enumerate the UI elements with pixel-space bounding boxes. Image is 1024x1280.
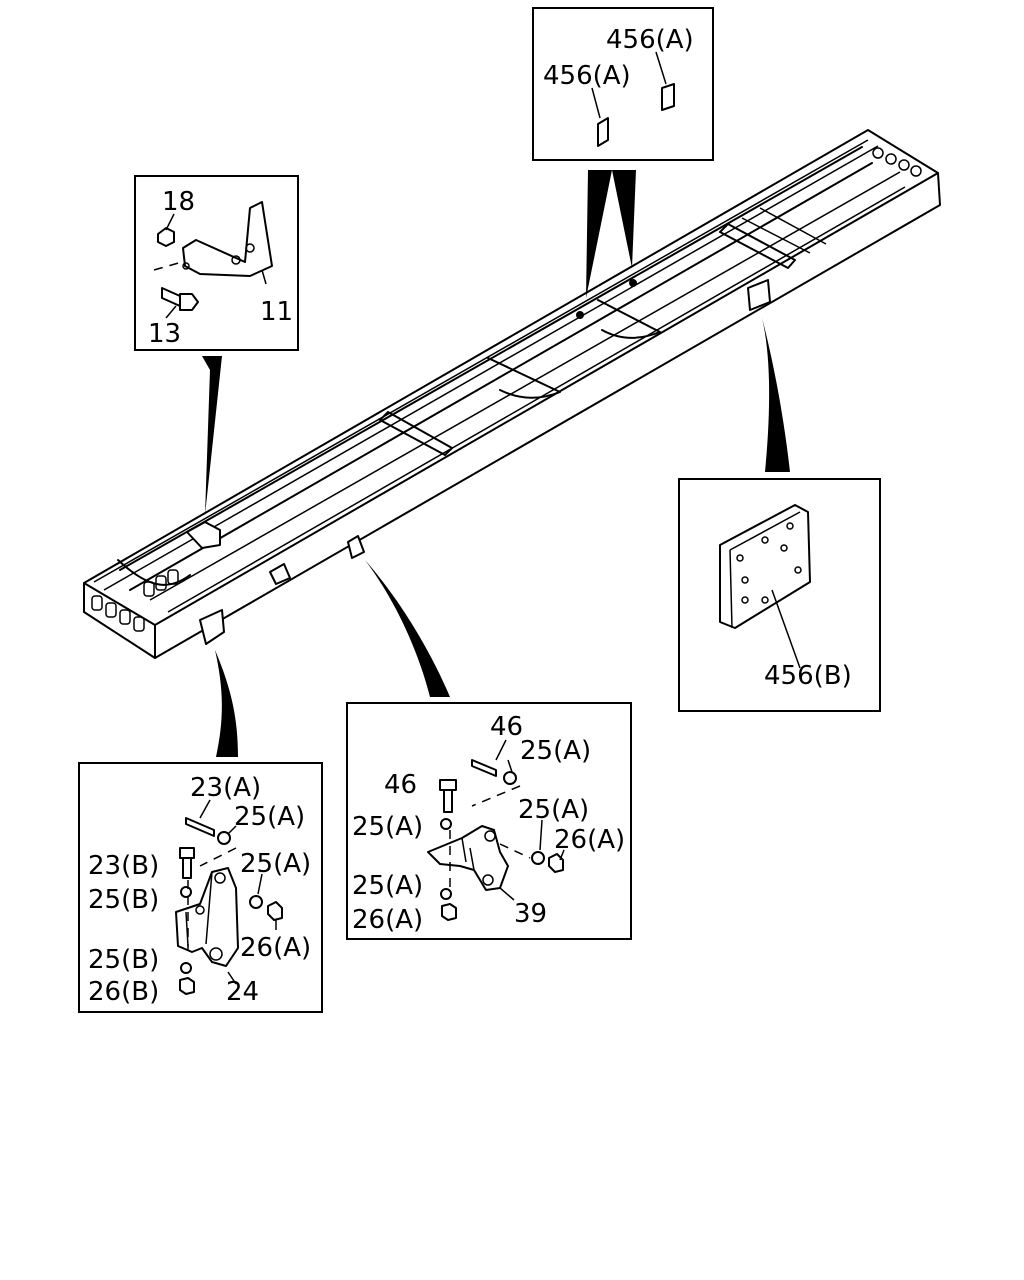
label-456b: 456(B)	[764, 661, 852, 691]
bolt-icon	[179, 817, 215, 879]
label-25a-lower: 25(A)	[352, 871, 423, 901]
label-26b: 26(B)	[88, 977, 159, 1007]
label-23a: 23(A)	[190, 773, 261, 803]
plate-icon	[719, 504, 811, 629]
label-13: 13	[148, 319, 181, 349]
label-46-top: 46	[490, 712, 523, 742]
label-25a-left: 25(A)	[352, 812, 423, 842]
bolt-icon	[439, 759, 497, 813]
label-25a-right: 25(A)	[518, 795, 589, 825]
callout-box-lower-left: 23(A) 25(A) 23(B) 25(A) 25(B) 26(A) 25(B…	[78, 762, 323, 1013]
block-icon	[597, 83, 675, 147]
label-23b: 23(B)	[88, 851, 159, 881]
washer-icon	[440, 771, 545, 900]
chassis-frame-icon	[83, 129, 941, 659]
callout-box-right: 456(B)	[678, 478, 881, 712]
nut-icon	[179, 901, 283, 995]
label-26a-lower: 26(A)	[352, 905, 423, 935]
bracket-icon	[427, 825, 509, 891]
bracket-icon	[182, 201, 273, 277]
label-24: 24	[226, 977, 259, 1007]
label-456a-upper: 456(A)	[606, 25, 694, 55]
callout-box-upper-left: 18 11 13	[134, 175, 299, 351]
label-25b-upper: 25(B)	[88, 885, 159, 915]
label-39: 39	[514, 899, 547, 929]
bolt-icon	[161, 287, 199, 311]
label-25a-right: 25(A)	[240, 849, 311, 879]
label-25a-top: 25(A)	[520, 736, 591, 766]
label-25b-lower: 25(B)	[88, 945, 159, 975]
label-26a-right: 26(A)	[554, 825, 625, 855]
label-25a-top: 25(A)	[234, 802, 305, 832]
label-18: 18	[162, 187, 195, 217]
leader-arrows	[202, 170, 790, 757]
label-46-left: 46	[384, 770, 417, 800]
label-11: 11	[260, 297, 293, 327]
nut-icon	[157, 227, 175, 247]
callout-box-top: 456(A) 456(A)	[532, 7, 714, 161]
label-456a-lower: 456(A)	[543, 61, 631, 91]
nut-icon	[441, 853, 564, 921]
washer-icon	[180, 831, 263, 974]
label-26a: 26(A)	[240, 933, 311, 963]
callout-box-middle: 46 25(A) 46 25(A) 25(A) 26(A) 25(A) 39 2…	[346, 702, 632, 940]
bracket-icon	[175, 867, 239, 967]
